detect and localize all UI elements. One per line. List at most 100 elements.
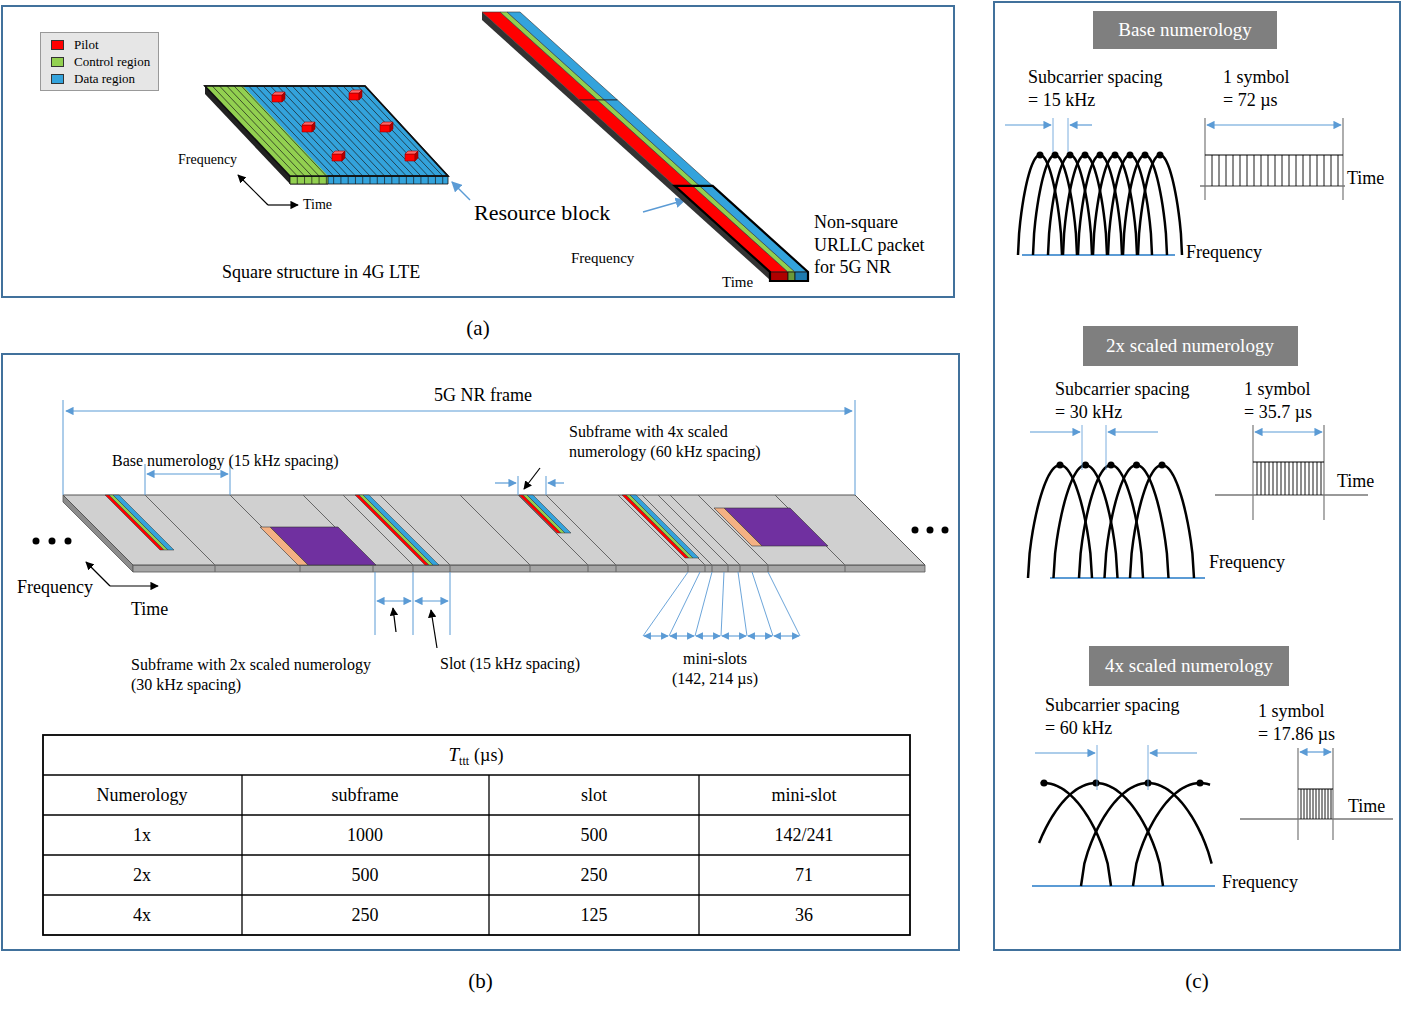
dimension-arrow — [415, 600, 448, 601]
symbol-stripe — [249, 86, 334, 176]
text-label: 1 symbol = 35.7 µs — [1244, 378, 1322, 423]
frame-divider — [642, 495, 712, 565]
mini-slot-guide — [643, 572, 688, 636]
sample-tick — [1310, 155, 1311, 186]
subcarrier-curve — [1081, 783, 1212, 886]
sample-tick — [1338, 155, 1339, 186]
table-cell: 500 — [352, 864, 379, 887]
tag-text: Base numerology — [1118, 19, 1252, 41]
symbol-stripe — [406, 176, 407, 184]
table-cell: 125 — [581, 904, 608, 927]
text-label: 1 symbol = 72 µs — [1223, 66, 1301, 111]
sample-tick — [1307, 789, 1308, 819]
signal-stripe — [109, 495, 168, 550]
bar-divider — [579, 99, 617, 100]
symbol-stripe — [311, 176, 312, 184]
pilot-cube — [349, 93, 359, 100]
subcarrier-curve — [1018, 155, 1062, 255]
spacing-arrow — [1150, 752, 1197, 753]
dimension-arrow — [147, 473, 228, 474]
text-label: Frequency — [1209, 551, 1285, 574]
ellipsis-dot — [912, 527, 919, 534]
bar-stripe — [482, 12, 788, 272]
frame-divider — [728, 565, 729, 572]
sample-tick — [1324, 155, 1325, 186]
dimension-tick — [546, 476, 547, 495]
table-header-text: ttt — [459, 754, 469, 769]
spacing-tick — [1097, 745, 1098, 790]
sample-tick — [1289, 155, 1290, 186]
panel-caption: (a) — [466, 316, 489, 341]
subcarrier-peak — [1112, 152, 1119, 159]
table-rule — [43, 894, 910, 895]
mini-slot-guide — [768, 572, 800, 636]
sample-tick — [1212, 155, 1213, 186]
dimension-tick — [855, 400, 856, 495]
symbol-stripe — [329, 86, 414, 176]
frame-divider — [712, 565, 713, 572]
legend-swatch — [51, 57, 64, 67]
sample-tick — [1301, 462, 1302, 495]
symbol-stripe — [314, 86, 399, 176]
frame-divider — [588, 565, 589, 572]
subcarrier-curve — [1078, 155, 1122, 255]
sample-tick — [1331, 155, 1332, 186]
subcarrier-peak — [1037, 152, 1044, 159]
ellipsis-dot — [65, 538, 72, 545]
spacing-arrow — [1005, 124, 1051, 125]
sample-tick — [1296, 155, 1297, 186]
pilot-cube-side — [312, 122, 315, 132]
sample-tick — [1310, 789, 1311, 819]
subcarrier-curve — [1039, 783, 1163, 886]
text-label: Resource block — [474, 199, 610, 227]
pilot-cube-side — [282, 92, 285, 102]
frame-divider — [616, 565, 617, 572]
subcarrier-curve — [1063, 155, 1107, 255]
leader-line — [524, 468, 540, 489]
spacing-arrow — [1035, 752, 1095, 753]
symbol-stripe — [300, 86, 385, 176]
pilot-cube-side — [342, 151, 345, 161]
time-axis-line — [1200, 185, 1345, 187]
symbol-stripe — [370, 176, 371, 184]
sample-tick — [1325, 789, 1326, 819]
symbol-stripe — [362, 176, 363, 184]
pilot-cube — [332, 154, 342, 161]
table-header: Tttt(µs) — [449, 744, 504, 766]
symbol-stripe — [241, 86, 326, 176]
signal-stripe — [113, 495, 174, 550]
subcarrier-curve — [1123, 155, 1167, 255]
sample-tick — [1247, 155, 1248, 186]
subcarrier-curve — [1093, 155, 1137, 255]
dimension-arrow — [1207, 124, 1341, 125]
signal-stripe — [523, 495, 565, 533]
subcarrier-peak — [1041, 780, 1048, 787]
dimension-tick — [450, 572, 451, 635]
sample-tick — [1268, 155, 1269, 186]
symbol-stripe — [278, 86, 363, 176]
symbol-stripe — [399, 176, 400, 184]
text-label: Time — [722, 273, 753, 292]
frame-divider — [530, 565, 531, 572]
sample-tick — [1309, 462, 1310, 495]
dimension-tick — [375, 572, 376, 635]
sample-tick — [1254, 155, 1255, 186]
sample-tick — [1322, 789, 1323, 819]
sample-tick — [1293, 462, 1294, 495]
pilot-cube — [302, 125, 312, 132]
table-cell: 1x — [133, 824, 151, 847]
signal-stripe — [626, 495, 693, 558]
spacing-tick — [1068, 118, 1069, 152]
tag-text: 2x scaled numerology — [1106, 335, 1274, 357]
symbol-stripe — [358, 86, 443, 176]
symbol-stripe — [442, 176, 443, 184]
pilot-cube-side — [415, 151, 418, 161]
signal-stripe — [355, 495, 429, 565]
leader-line — [393, 608, 396, 632]
symbol-stripe — [435, 176, 436, 184]
sample-tick — [1317, 155, 1318, 186]
ellipsis-dot — [927, 527, 934, 534]
frame-divider — [145, 495, 215, 565]
